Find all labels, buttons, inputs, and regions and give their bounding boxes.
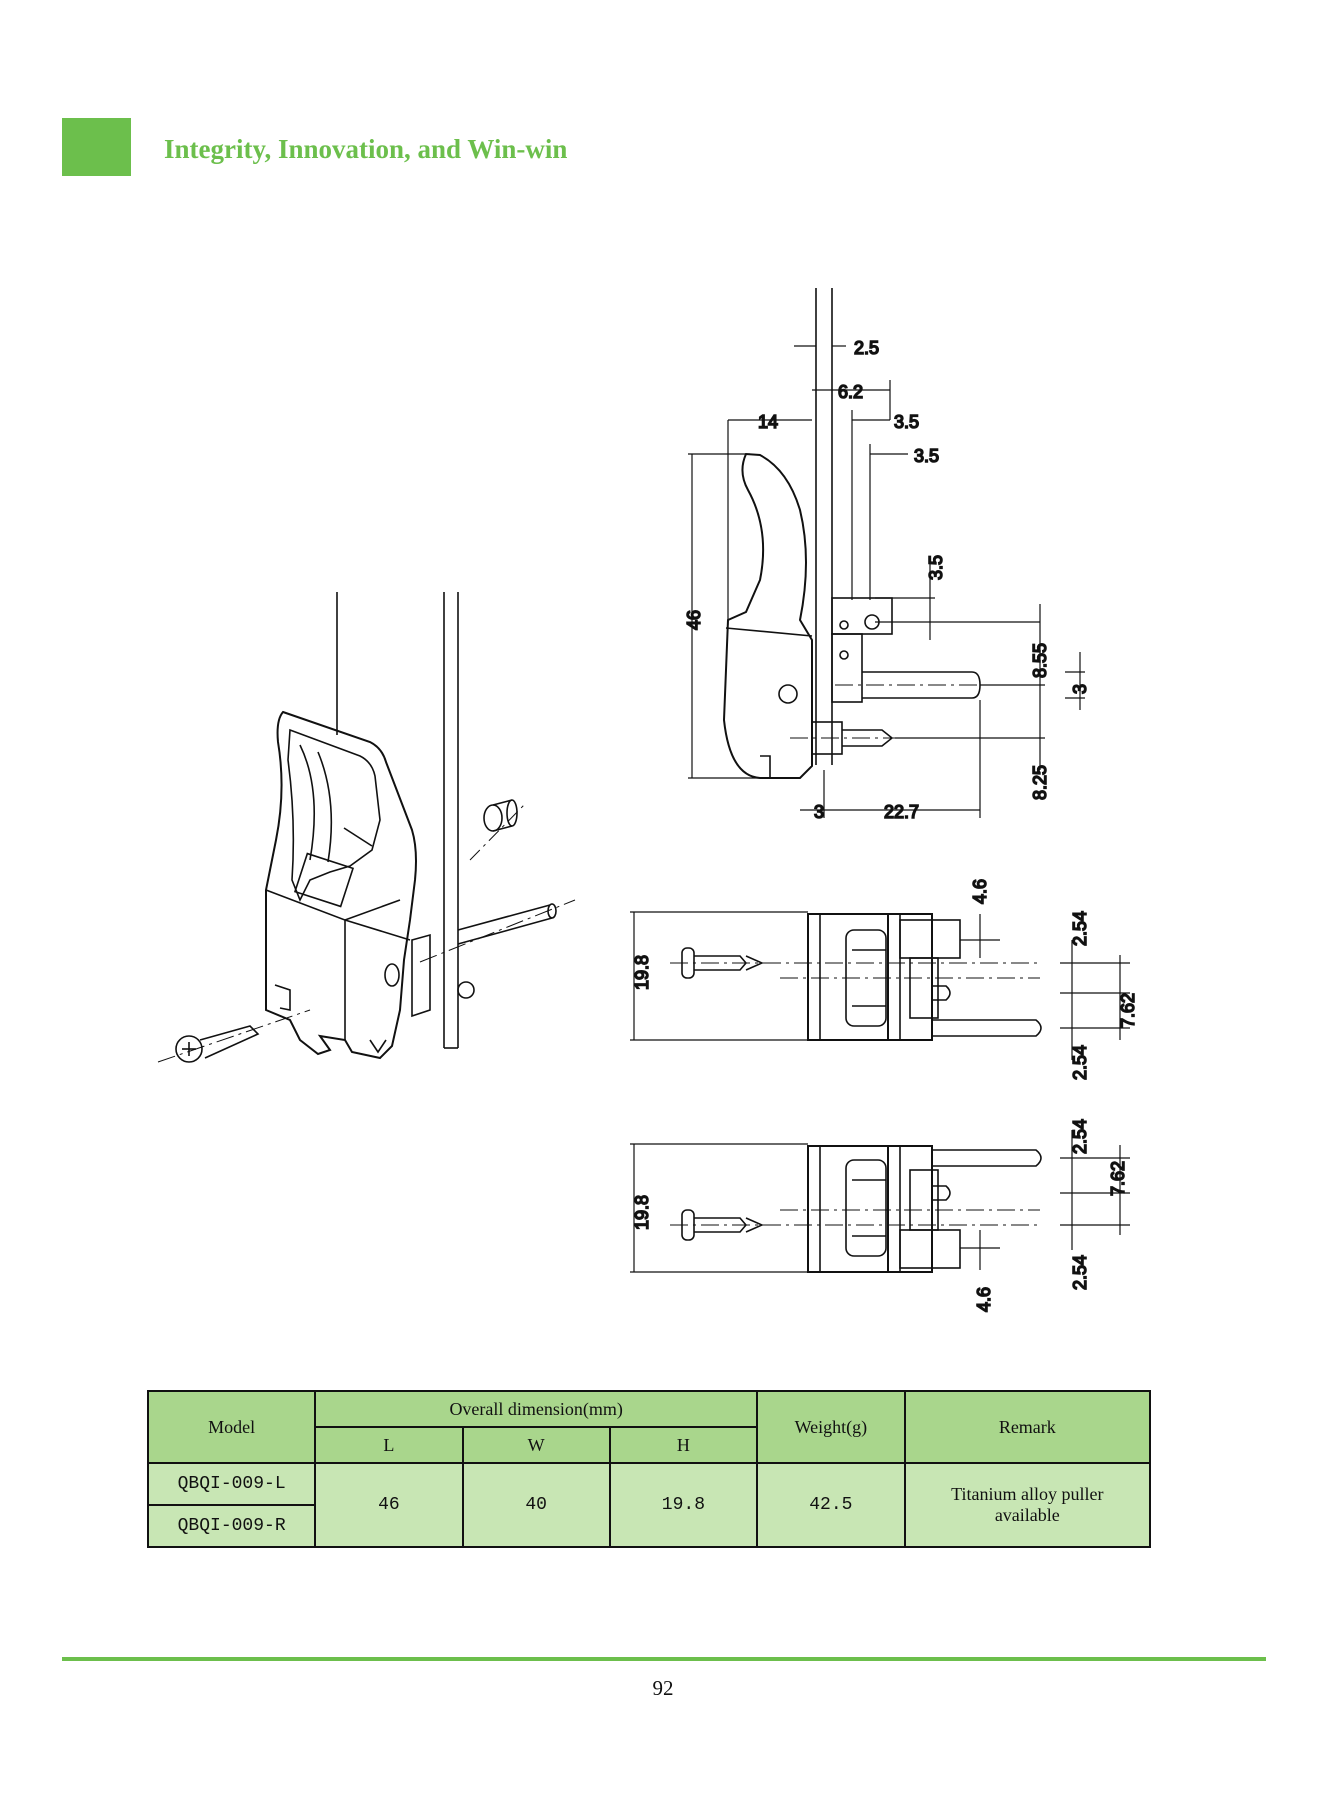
dim-3-bottom: 3 [814,802,824,822]
th-h: H [608,1426,759,1464]
dim-3-5-b: 3.5 [914,446,939,466]
page-number: 92 [652,1676,674,1700]
dim-3: 3 [1070,684,1090,694]
value-w: 40 [461,1462,611,1548]
technical-drawing: 2.5 6.2 14 3.5 3.5 46 3.5 8.55 3 8.25 3 … [157,288,1139,1313]
th-remark: Remark [903,1390,1152,1464]
header-accent-square [62,118,131,176]
top-dim-4-6: 4.6 [970,879,990,904]
bottom-dim-19-8: 19.8 [632,1195,652,1230]
model-cell: QBQI-009-R [146,1504,317,1548]
value-h: 19.8 [608,1462,759,1548]
bottom-dim-2-54-b: 2.54 [1070,1255,1090,1290]
bottom-dim-7-62: 7.62 [1108,1161,1128,1196]
top-dim-7-62: 7.62 [1118,993,1138,1028]
th-w: W [461,1426,611,1464]
page-header-title: Integrity, Innovation, and Win-win [164,134,568,164]
dim-6-2: 6.2 [838,382,863,402]
dim-8-55: 8.55 [1030,643,1050,678]
bottom-dim-4-6: 4.6 [974,1287,994,1312]
th-model: Model [146,1390,317,1464]
dim-46: 46 [684,610,704,630]
isometric-view [157,592,576,1063]
remark-cell: Titanium alloy puller available [903,1462,1152,1548]
dim-8-25: 8.25 [1030,765,1050,800]
top-dim-19-8: 19.8 [632,955,652,990]
dim-3-5-c: 3.5 [926,555,946,580]
bottom-dim-2-54-a: 2.54 [1070,1119,1090,1154]
footer-divider [62,1657,1266,1661]
th-weight: Weight(g) [756,1390,906,1464]
top-dim-2-54-b: 2.54 [1070,1045,1090,1080]
th-l: L [314,1426,464,1464]
top-dim-2-54-a: 2.54 [1070,911,1090,946]
bottom-view: 19.8 2.54 7.62 2.54 4.6 [630,1118,1130,1313]
value-l: 46 [314,1462,464,1548]
value-weight: 42.5 [756,1462,906,1548]
spec-table: Model Overall dimension(mm) Weight(g) Re… [146,1390,1152,1548]
model-cell: QBQI-009-L [146,1462,317,1506]
dim-2-5: 2.5 [854,338,879,358]
th-overall-dimension: Overall dimension(mm) [314,1390,759,1428]
dim-22-7: 22.7 [884,802,919,822]
top-view: 19.8 4.6 2.54 7.62 2 [630,878,1139,1081]
dim-14: 14 [758,412,778,432]
dim-3-5-a: 3.5 [894,412,919,432]
side-view: 2.5 6.2 14 3.5 3.5 46 3.5 8.55 3 8.25 3 … [683,288,1091,823]
